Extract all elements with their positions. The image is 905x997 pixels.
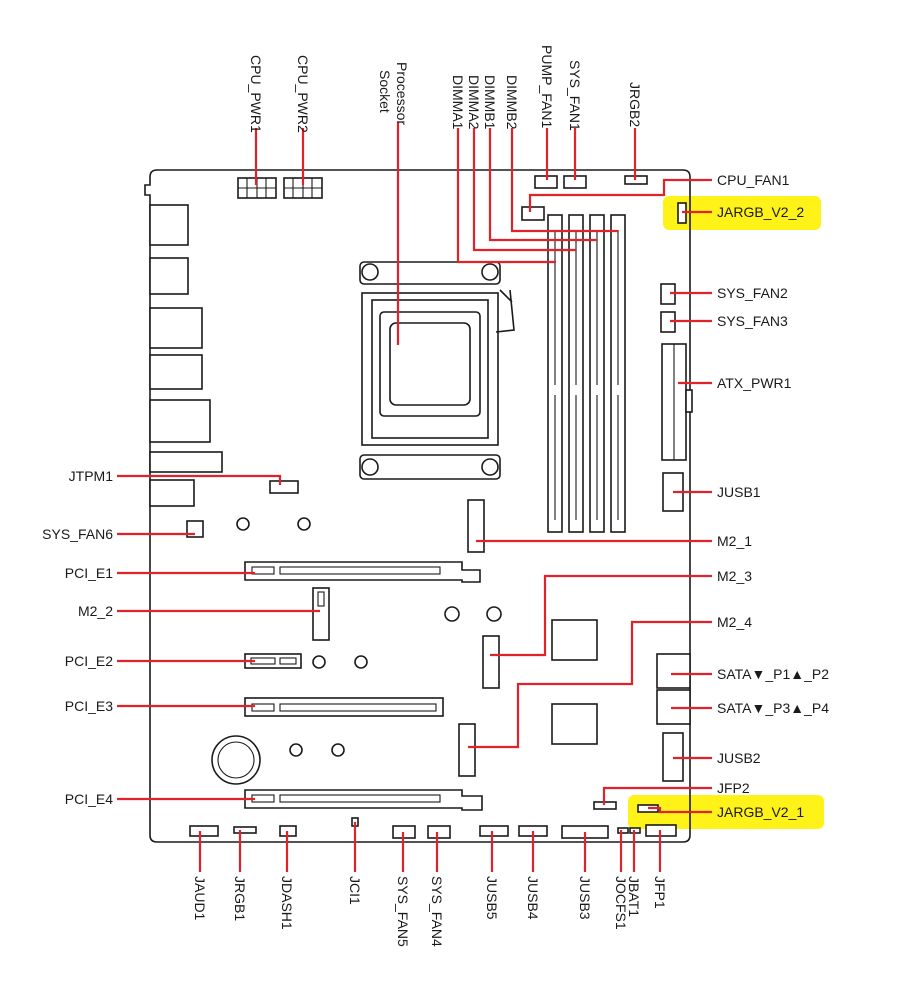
label-cpu-fan1: CPU_FAN1 xyxy=(717,172,790,188)
sata-p1-p2-ports xyxy=(656,653,691,689)
jrgb1-header xyxy=(233,826,257,834)
label-jdash1: JDASH1 xyxy=(279,876,295,930)
label-cpu-pwr2: CPU_PWR2 xyxy=(295,55,311,133)
label-atx-pwr1: ATX_PWR1 xyxy=(717,375,792,391)
label-pump-fan1: PUMP_FAN1 xyxy=(539,45,555,128)
label-m2-1: M2_1 xyxy=(717,533,752,549)
label-dimmb1: DIMMB1 xyxy=(482,75,498,130)
label-sys-fan2: SYS_FAN2 xyxy=(717,285,788,301)
label-dimma1: DIMMA1 xyxy=(450,75,466,130)
label-m2-4: M2_4 xyxy=(717,614,752,630)
label-sata-p1-p2: SATA▼_P1▲_P2 xyxy=(717,666,829,682)
highlight-jargb-v2-1 xyxy=(628,795,824,829)
label-jrgb1: JRGB1 xyxy=(232,876,248,921)
pci-e2-slot xyxy=(244,653,302,669)
label-sata-p3-p4: SATA▼_P3▲_P4 xyxy=(717,700,829,716)
standoff xyxy=(444,606,460,622)
cpu-fan1-header xyxy=(521,206,545,221)
pci-e4-slot xyxy=(244,789,483,811)
label-jusb5: JUSB5 xyxy=(484,876,500,920)
label-jusb4: JUSB4 xyxy=(525,876,541,920)
rear-io-panel xyxy=(149,204,223,507)
label-dimma2: DIMMA2 xyxy=(466,75,482,130)
label-jocfs1: JOCFS1 xyxy=(613,876,629,930)
label-jbat1: JBAT1 xyxy=(626,876,642,917)
m2-2-slot xyxy=(312,587,330,641)
label-processor: Processor xyxy=(394,62,410,125)
standoff xyxy=(297,517,311,531)
label-m2-2: M2_2 xyxy=(78,603,113,619)
jtpm1-header xyxy=(269,480,299,494)
jocfs1-header xyxy=(617,827,629,834)
jusb5-header xyxy=(479,825,509,837)
board-outline xyxy=(144,169,691,843)
m2-3-slot xyxy=(482,635,500,689)
standoff xyxy=(331,743,345,757)
label-sys-fan6: SYS_FAN6 xyxy=(42,526,113,542)
label-jusb3: JUSB3 xyxy=(577,876,593,920)
label-cpu-pwr1: CPU_PWR1 xyxy=(248,55,264,133)
label-jci1: JCI1 xyxy=(347,876,363,905)
dimm-slots xyxy=(547,214,626,533)
label-jfp1: JFP1 xyxy=(652,876,668,909)
label-sys-fan3: SYS_FAN3 xyxy=(717,313,788,329)
m2-4-slot xyxy=(458,723,476,777)
label-jusb2: JUSB2 xyxy=(717,750,761,766)
label-jrgb2: JRGB2 xyxy=(627,82,643,127)
jaud1-header xyxy=(189,825,219,837)
label-socket: Socket xyxy=(377,70,393,113)
chipset-2 xyxy=(551,703,598,745)
label-jusb1: JUSB1 xyxy=(717,484,761,500)
cmos-battery xyxy=(211,735,261,785)
label-dimmb2: DIMMB2 xyxy=(504,75,520,130)
pci-e1-slot xyxy=(244,561,481,583)
label-pci-e3: PCI_E3 xyxy=(65,698,113,714)
pci-e3-slot xyxy=(244,697,444,717)
label-pci-e2: PCI_E2 xyxy=(65,653,113,669)
atx-pwr1-connector xyxy=(661,343,693,461)
label-sys-fan1: SYS_FAN1 xyxy=(567,60,583,131)
standoff xyxy=(354,655,368,669)
label-pci-e4: PCI_E4 xyxy=(65,791,113,807)
label-sys-fan5: SYS_FAN5 xyxy=(395,876,411,947)
cpu-pwr1-connector xyxy=(237,177,277,199)
chipset-1 xyxy=(551,619,598,661)
label-jargb-v2-2: JARGB_V2_2 xyxy=(717,204,804,220)
label-jtpm1: JTPM1 xyxy=(69,468,114,484)
label-jaud1: JAUD1 xyxy=(192,876,208,921)
standoff xyxy=(236,517,250,531)
standoff xyxy=(312,655,326,669)
label-jargb-v2-1: JARGB_V2_1 xyxy=(717,804,804,820)
label-jfp2: JFP2 xyxy=(717,780,750,796)
standoff xyxy=(486,606,502,622)
sys-fan4-header xyxy=(427,825,451,839)
label-pci-e1: PCI_E1 xyxy=(65,565,113,581)
leader-lines xyxy=(117,122,712,872)
standoff xyxy=(289,743,303,757)
label-sys-fan4: SYS_FAN4 xyxy=(429,876,445,947)
m2-1-slot xyxy=(467,499,485,553)
label-m2-3: M2_3 xyxy=(717,568,752,584)
highlight-jargb-v2-2 xyxy=(663,196,821,230)
processor-socket xyxy=(359,261,515,480)
